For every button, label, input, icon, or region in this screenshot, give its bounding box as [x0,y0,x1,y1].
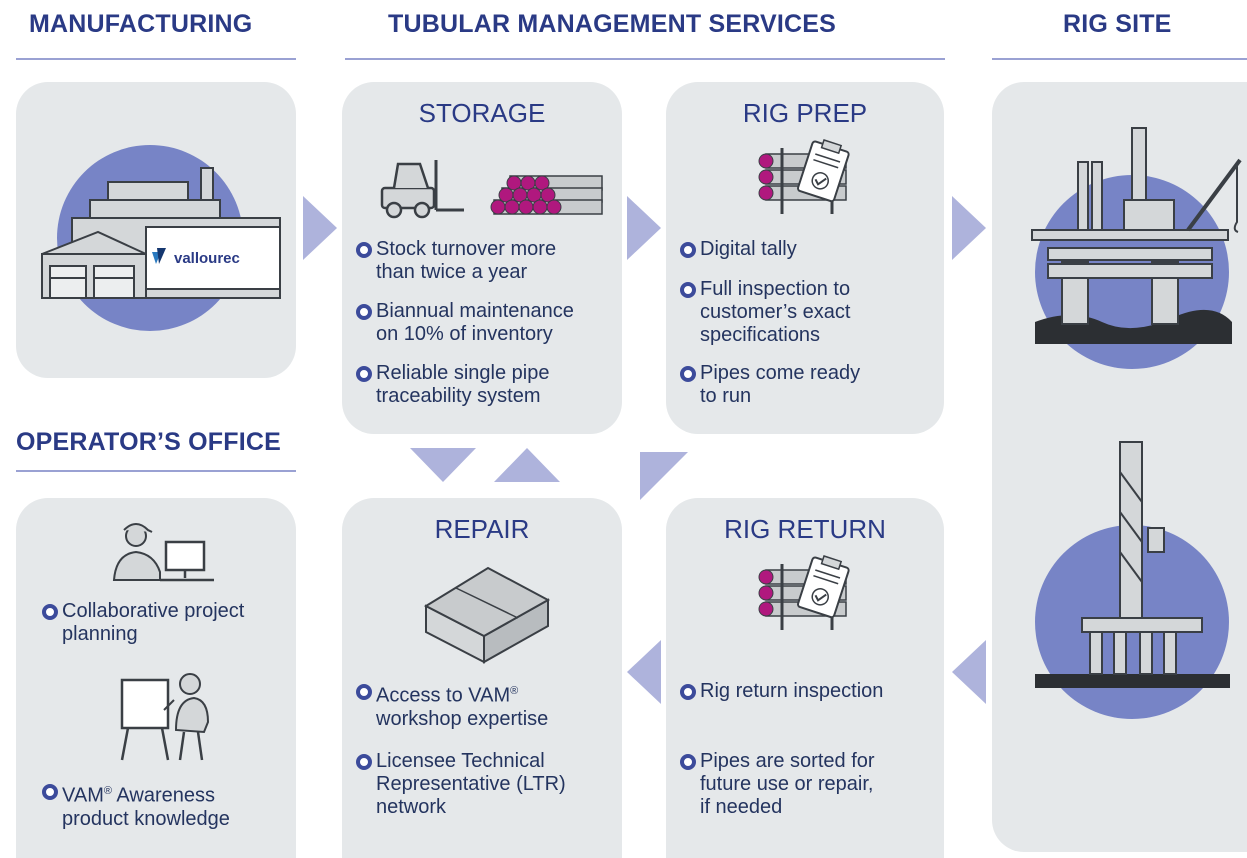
manufacturing-header: MANUFACTURING [29,10,253,38]
office-bullet-1-line-2: planning [62,623,138,645]
office-reg-mark: ® [103,785,112,797]
tms-header: TUBULAR MANAGEMENT SERVICES [388,10,837,38]
storage-bullet-3-line-1: Reliable single pipe [376,362,550,384]
arrow-up-right-icon [640,452,688,500]
bullet-icon [356,366,372,382]
rig-prep-bullet-2: Full inspection to customer’s exact spec… [680,278,851,347]
bullet-icon [680,754,696,770]
arrow-right-icon [303,196,337,260]
vallourec-logo-text: vallourec [174,250,240,267]
rig-return-bullet-2-line-3: if needed [700,796,783,818]
rig-return-bullet-1-line-1: Rig return inspection [700,680,884,702]
repair-bullet-1: Access to VAM® workshop expertise [356,680,549,731]
forklift-icon [380,160,464,219]
bullet-icon [42,604,58,620]
presenter-board-icon [120,673,210,761]
pipes-clipboard-icon [758,139,850,214]
office-bullet-2: VAM® Awareness product knowledge [42,780,230,831]
storage-bullet-2-line-1: Biannual maintenance [376,300,574,322]
worker-computer-icon [112,523,214,582]
operators-office-header: OPERATOR’S OFFICE [16,428,281,456]
arrow-right-icon [952,196,986,260]
storage-bullet-1-line-2: than twice a year [376,261,528,283]
storage-bullet-3: Reliable single pipe traceability system [356,362,550,408]
arrow-right-icon [627,196,661,260]
repair-vam-text: Access to VAM [376,684,511,707]
storage-bullet-3-line-2: traceability system [376,385,541,407]
bullet-icon [356,754,372,770]
rig-prep-bullet-3-line-2: to run [700,385,752,407]
rig-prep-title: RIG PREP [742,98,868,128]
rig-return-bullet-2: Pipes are sorted for future use or repai… [680,750,875,819]
rig-site-rule [992,58,1247,60]
storage-title: STORAGE [418,98,546,128]
rig-return-card: RIG RETURN Rig return inspection Pipes a… [666,498,944,858]
bullet-icon [680,242,696,258]
office-vam-text: VAM [62,784,104,807]
bullet-icon [356,304,372,320]
rig-return-bullet-2-line-2: future use or repair, [700,773,874,795]
bullet-icon [680,366,696,382]
arrow-left-icon [627,640,661,704]
arrow-up-icon [494,448,560,482]
tms-rule [345,58,945,60]
repair-bullet-1-line-1: Access to VAM® [376,680,548,708]
office-card: Collaborative project planning VAM® Awar… [16,498,296,858]
rig-return-bullet-1: Rig return inspection [680,680,884,703]
repair-card: REPAIR Access to VAM® workshop expertise… [342,498,622,858]
arrow-down-icon [410,448,476,482]
pipe-stack-icon [490,175,603,215]
factory-icon [41,145,281,331]
bullet-icon [356,684,372,700]
rig-return-bullet-2-line-1: Pipes are sorted for [700,750,875,772]
bullet-icon [42,784,58,800]
repair-title: REPAIR [434,514,530,544]
bullet-icon [680,282,696,298]
operators-office-rule [16,470,296,472]
rig-prep-bullet-2-line-2: customer’s exact [700,301,851,323]
bullet-icon [356,242,372,258]
arrow-left-icon [952,640,986,704]
rig-prep-bullet-3: Pipes come ready to run [680,362,861,408]
office-bullet-1-line-1: Collaborative project [62,600,245,622]
rig-prep-bullet-2-line-1: Full inspection to [700,278,851,300]
warehouse-icon [423,566,551,664]
rig-site-card [992,82,1247,852]
office-bullet-2-line-1: VAM® Awareness [62,780,230,808]
office-bullet-2-line-2: product knowledge [62,807,230,830]
repair-bullet-2-line-2: Representative (LTR) [376,773,566,795]
drilling-rig-icon [1035,441,1230,719]
rig-return-title: RIG RETURN [724,514,886,544]
rig-prep-card: RIG PREP Digital tally Full inspection t… [666,82,944,434]
manufacturing-rule [16,58,296,60]
storage-bullet-2: Biannual maintenance on 10% of inventory [356,300,574,346]
repair-bullet-2-line-1: Licensee Technical [376,750,545,772]
office-awareness-text: Awareness [111,784,215,807]
storage-bullet-1-line-1: Stock turnover more [376,238,557,260]
storage-bullet-1: Stock turnover more than twice a year [356,238,557,284]
rig-prep-bullet-3-line-1: Pipes come ready [700,362,861,384]
storage-bullet-2-line-2: on 10% of inventory [376,323,553,345]
offshore-platform-icon [1031,127,1242,369]
rig-site-header: RIG SITE [1063,10,1172,38]
rig-prep-bullet-2-line-3: specifications [700,324,821,346]
repair-reg-mark: ® [510,685,519,697]
pipes-clipboard-icon [758,555,850,630]
repair-bullet-2: Licensee Technical Representative (LTR) … [356,750,566,819]
repair-bullet-1-line-2: workshop expertise [376,707,549,730]
rig-prep-bullet-1-line-1: Digital tally [700,238,797,260]
bullet-icon [680,684,696,700]
storage-card: STORAGE Stock turnover more than twice a… [342,82,622,434]
rig-prep-bullet-1: Digital tally [680,238,797,261]
repair-bullet-2-line-3: network [376,796,447,818]
manufacturing-card: vallourec [16,82,296,378]
office-bullet-1: Collaborative project planning [42,600,245,646]
